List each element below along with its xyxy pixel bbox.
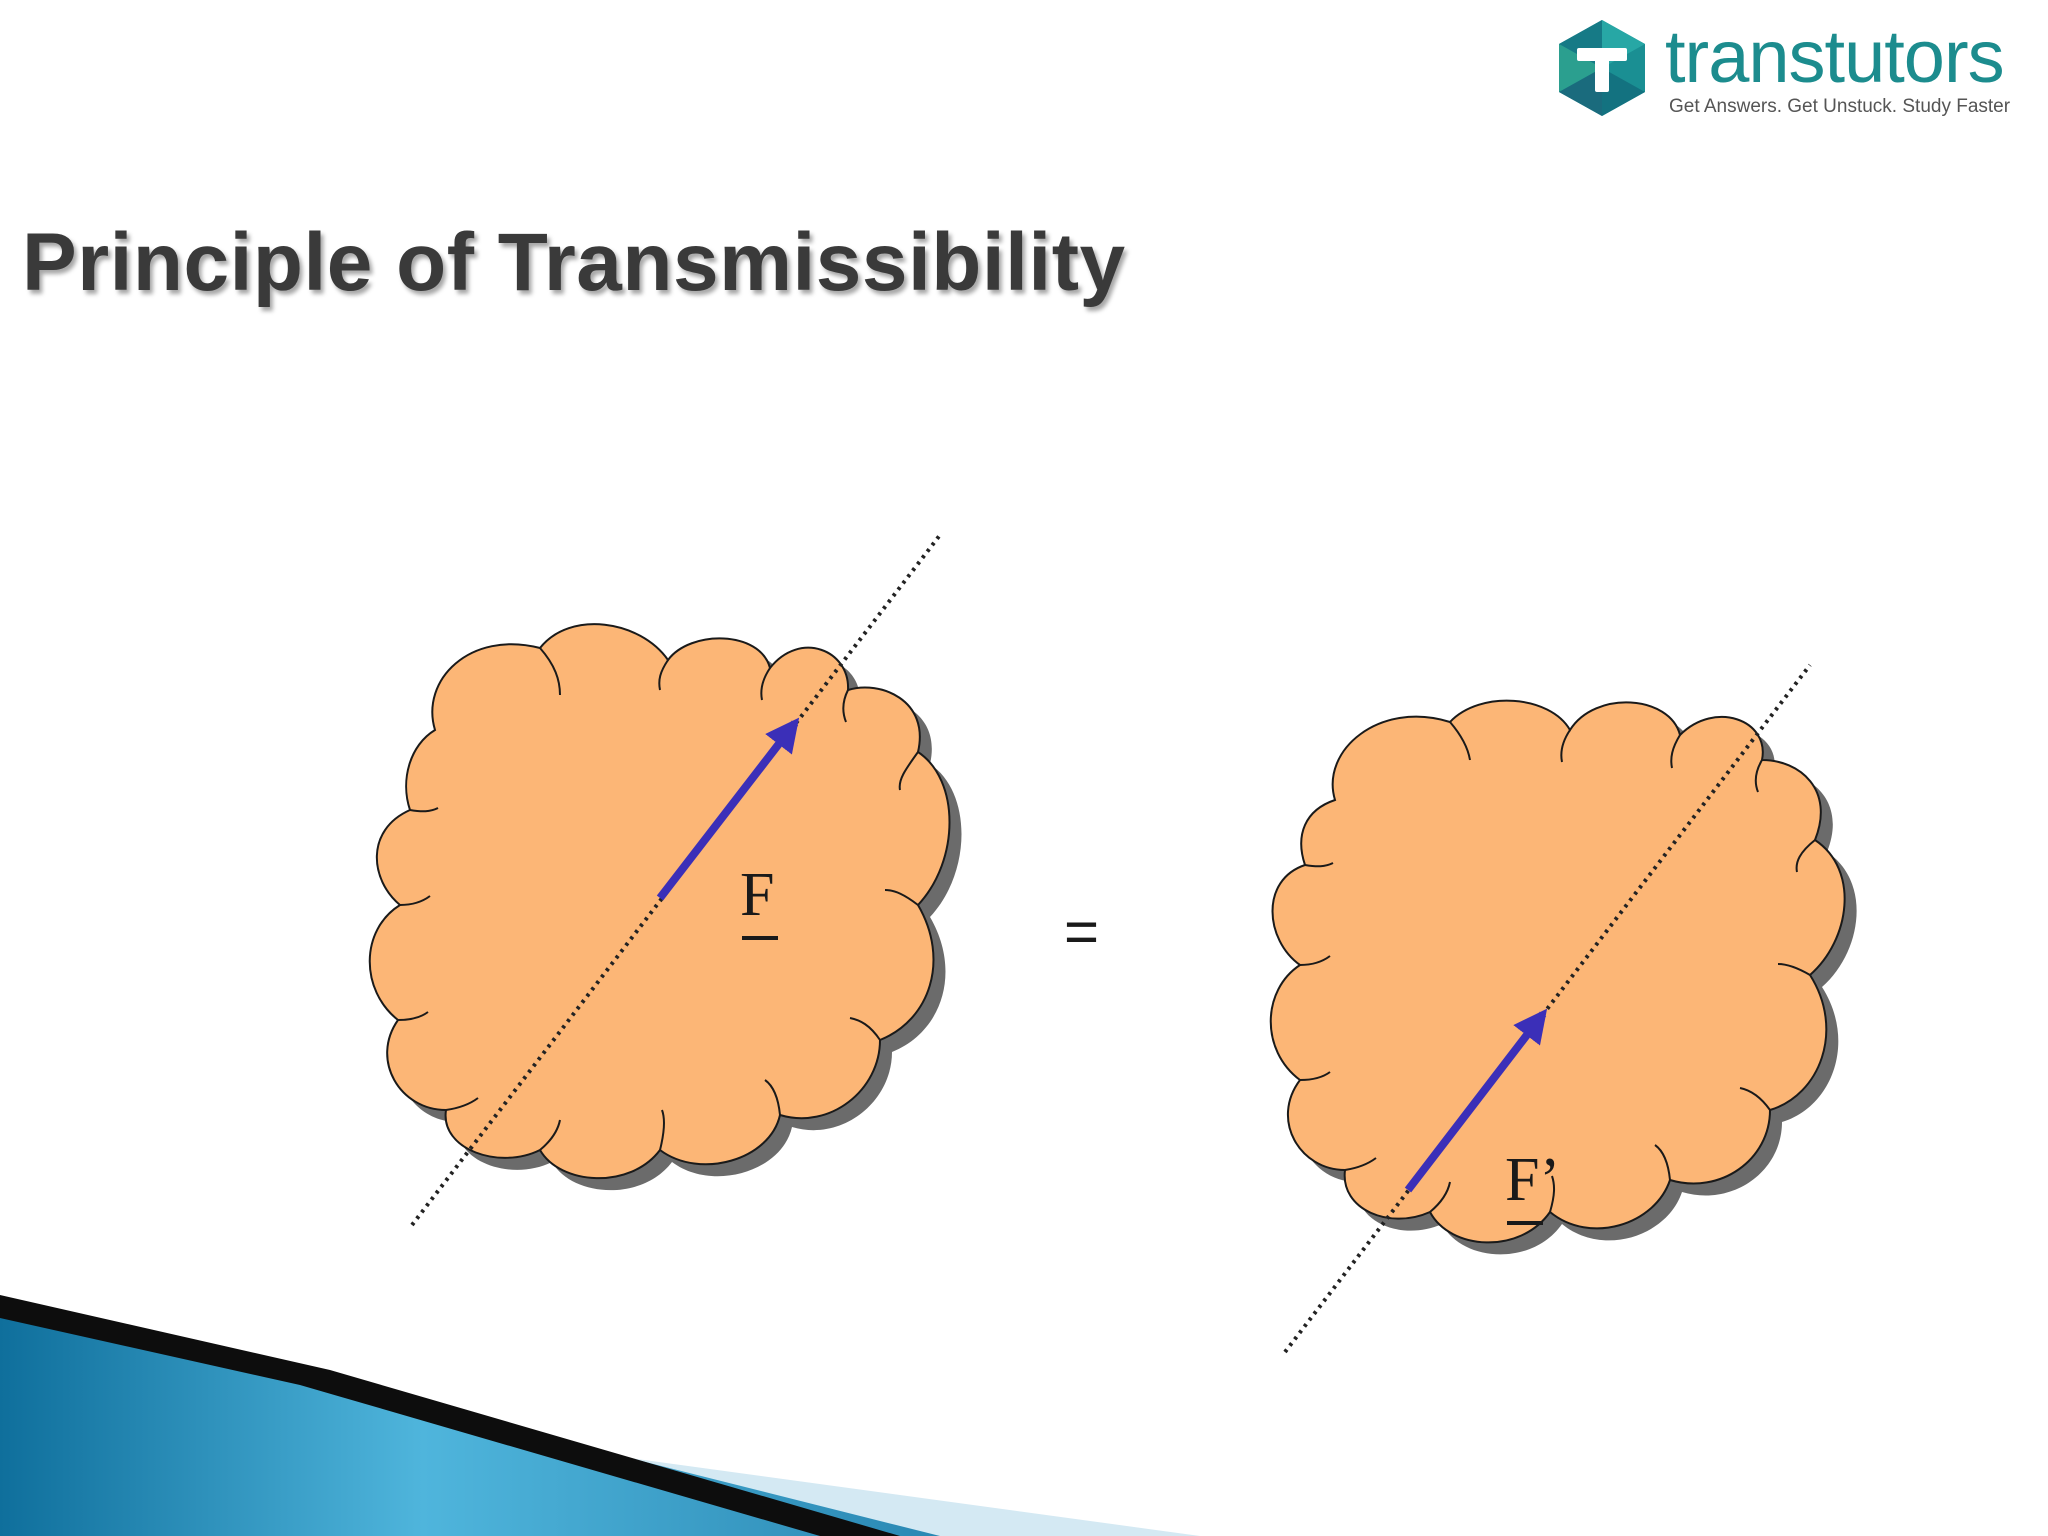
left-body-shape [368, 623, 951, 1180]
logo-tagline: Get Answers. Get Unstuck. Study Faster [1669, 96, 2011, 117]
left-body-lobe-lines [397, 647, 919, 1151]
equals-sign: = [1064, 898, 1099, 965]
logo-brand-text: transtutors [1665, 15, 2005, 98]
corner-dark-band [0, 1295, 900, 1536]
right-body-lobe-lines [1299, 721, 1816, 1213]
transtutors-logo-icon [1559, 20, 1645, 116]
left-force-arrow [656, 717, 800, 901]
right-line-of-action [1283, 663, 1812, 1354]
right-force-label: F’ [1505, 1146, 1560, 1214]
right-force-arrow [1404, 1008, 1548, 1193]
right-body-shape [1269, 699, 1846, 1244]
left-rigid-body [368, 623, 962, 1191]
right-rigid-body [1269, 699, 1857, 1255]
slide-title: Principle of Transmissibility [22, 217, 1126, 308]
left-force-label: F [740, 861, 774, 929]
transtutors-logo: transtutors Get Answers. Get Unstuck. St… [1555, 16, 2025, 126]
